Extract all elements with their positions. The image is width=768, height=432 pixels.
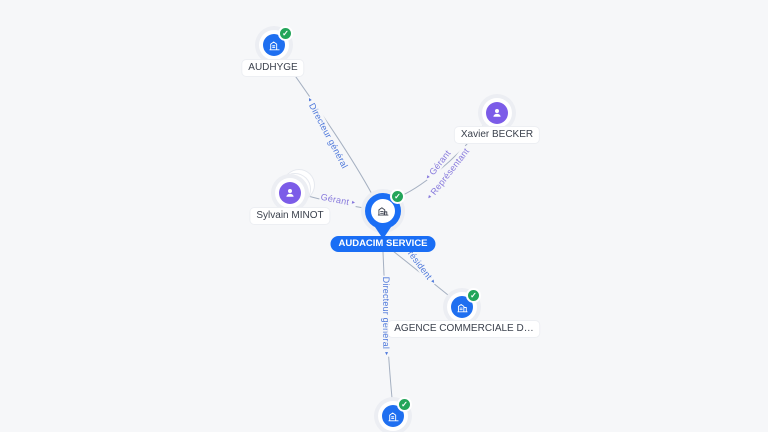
verified-badge-icon: ✓ [466,288,481,303]
node-label-agence-commerciale[interactable]: AGENCE COMMERCIALE D… [388,321,540,337]
node-agence-commerciale[interactable]: ✓ [447,288,481,322]
edge-line-sylvain-audacim [307,195,365,209]
node-label-sylvain-minot[interactable]: Sylvain MINOT [250,208,330,224]
node-label-audhyge[interactable]: AUDHYGE [242,60,304,76]
node-label-xavier-becker[interactable]: Xavier BECKER [454,127,540,143]
verified-badge-icon: ✓ [397,397,412,412]
edge-line-audacim-agence [392,250,449,296]
node-company-bottom[interactable]: ✓ [378,397,412,431]
node-audhyge[interactable]: ✓ [259,26,293,60]
node-xavier-becker[interactable] [482,98,512,128]
verified-badge-icon: ✓ [390,189,405,204]
person-icon [279,182,301,204]
verified-badge-icon: ✓ [278,26,293,41]
node-sylvain-minot[interactable] [275,178,305,208]
company-icon [451,296,473,318]
company-icon [263,34,285,56]
node-audacim-service[interactable]: ✓ [365,189,405,229]
node-label-audacim-service[interactable]: AUDACIM SERVICE [330,236,436,252]
person-icon [486,102,508,124]
company-icon [371,199,395,223]
company-icon [382,405,404,427]
